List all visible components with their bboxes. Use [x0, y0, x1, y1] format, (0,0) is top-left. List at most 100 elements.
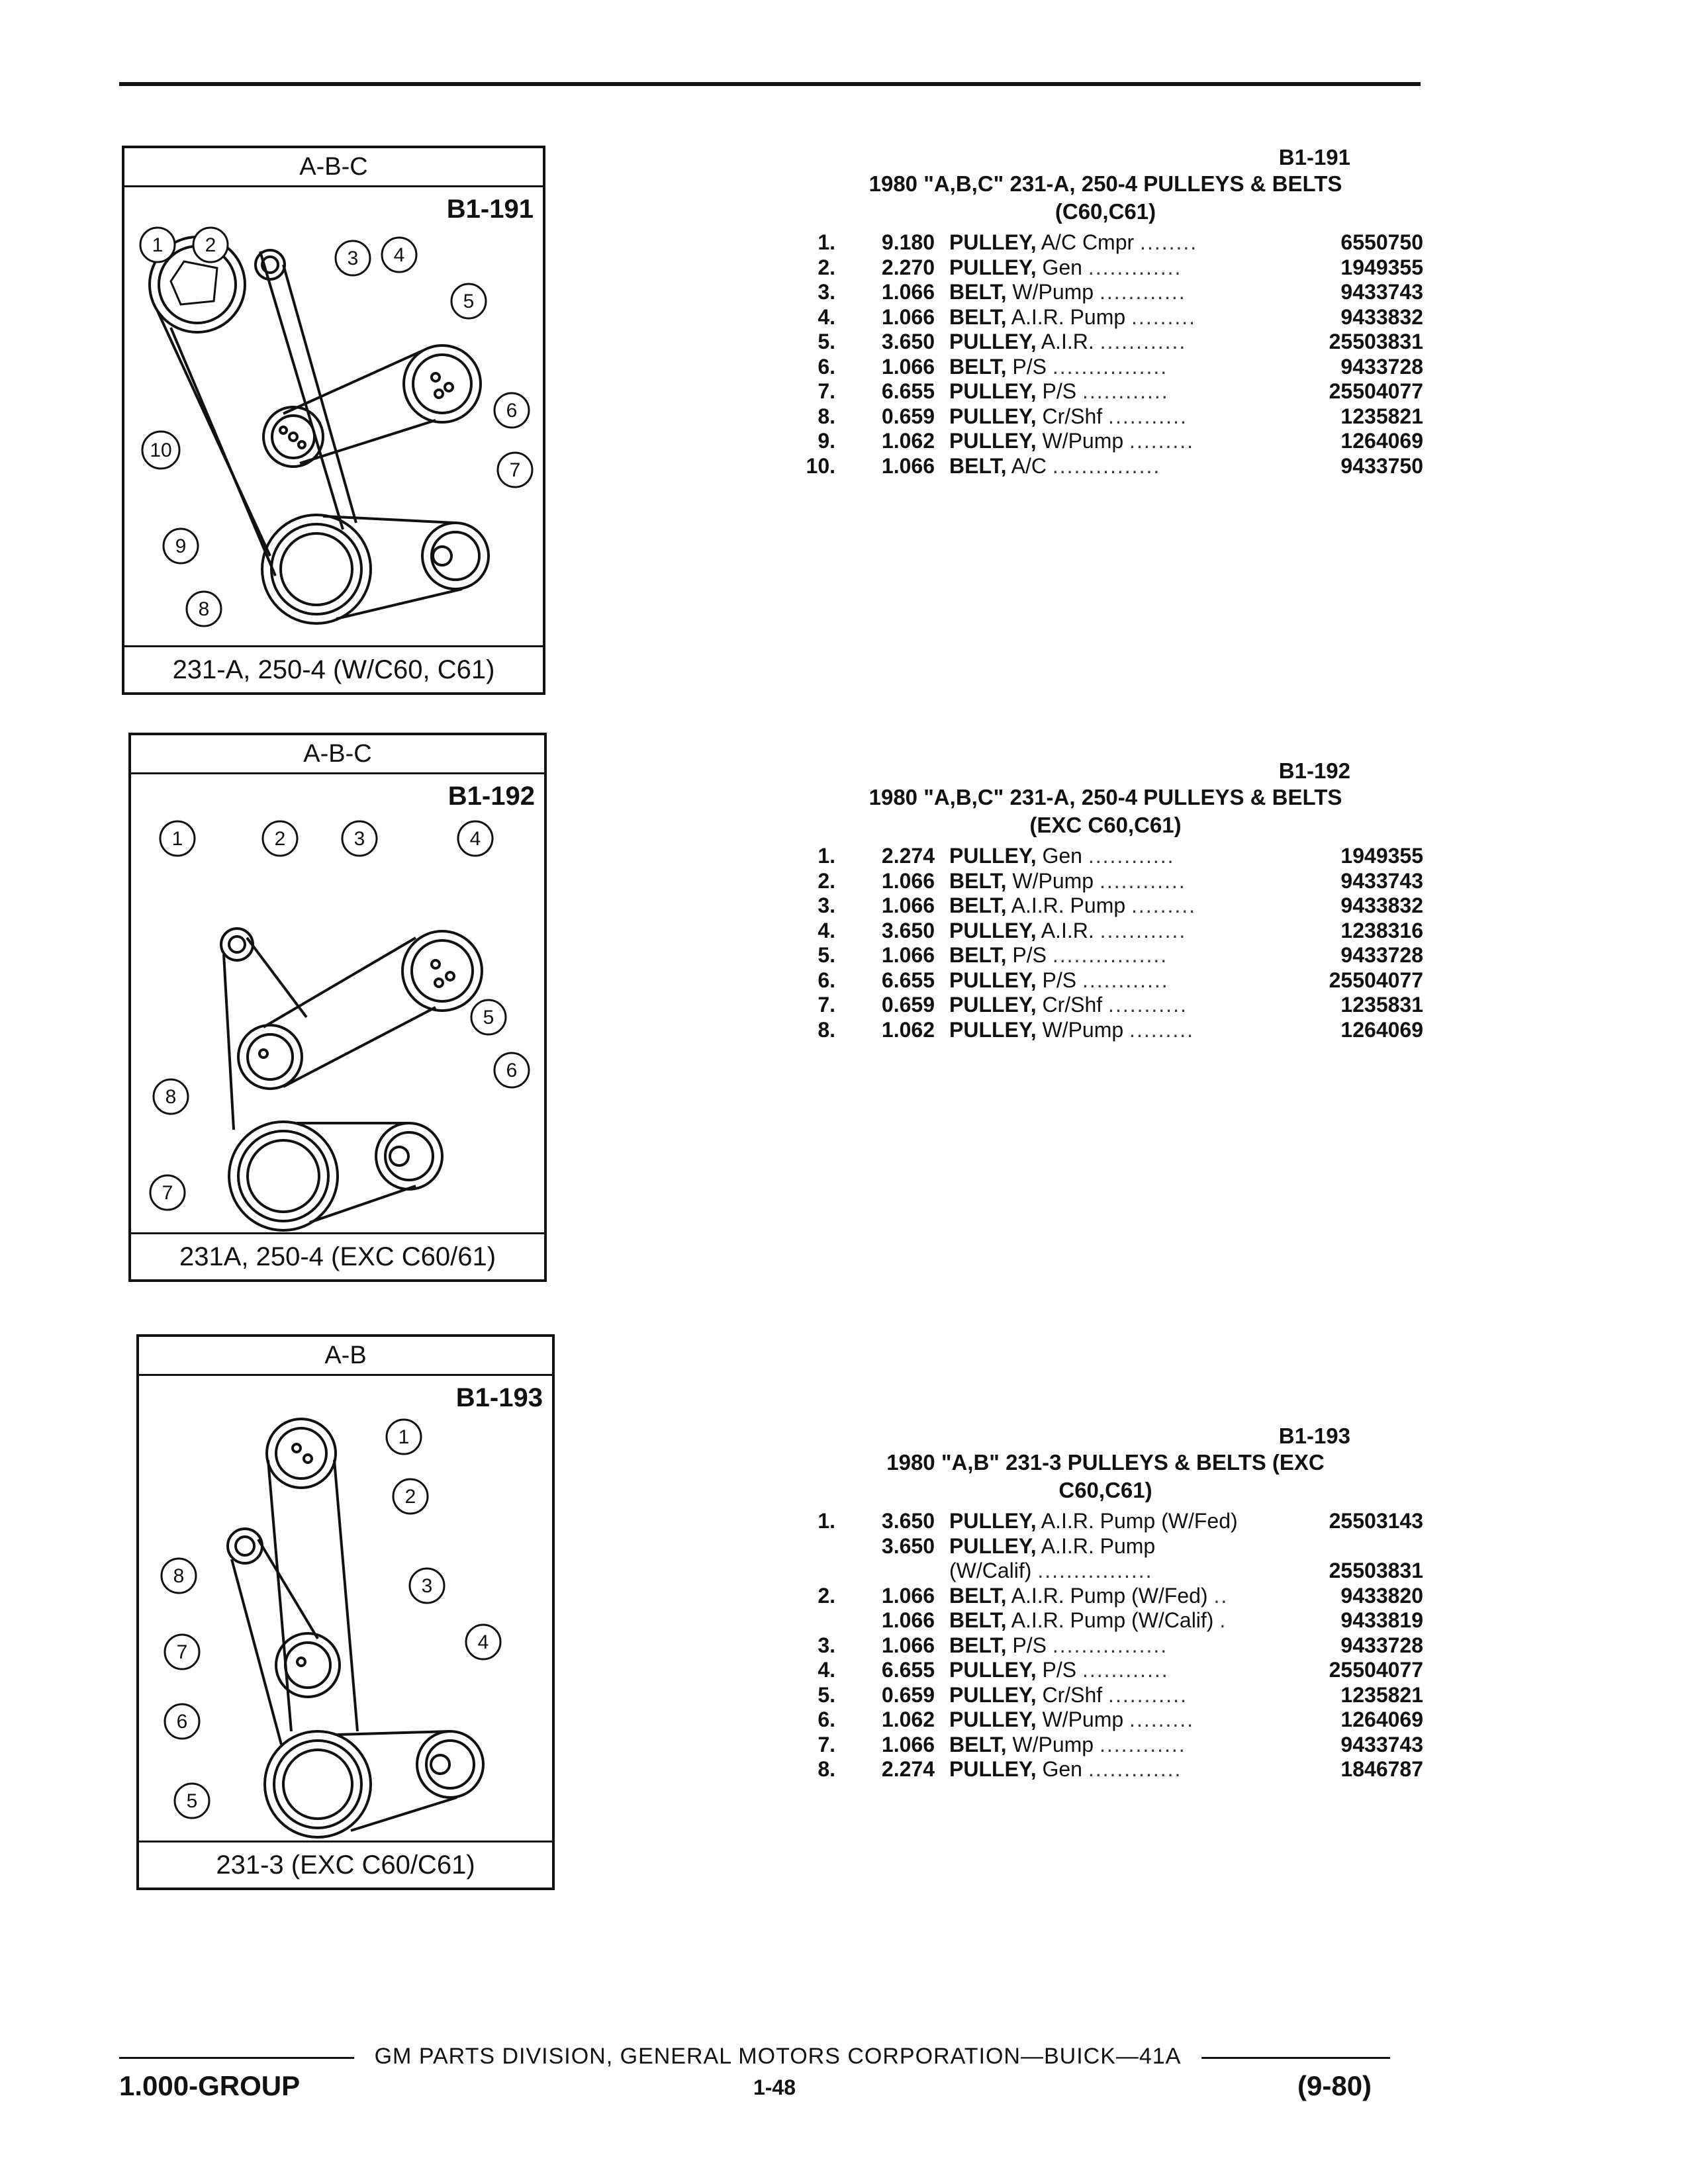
part-number: 1264069: [1340, 1017, 1423, 1042]
pulley-drawing: 1 2 3 4 5 6 7 8 9 10: [139, 226, 534, 627]
callout-1: 1: [172, 828, 183, 850]
belt-diagram: 1 2 3 4 5 6 7 8: [139, 1374, 552, 1844]
pulley-drawing: 1 2 3 4 5 6 7 8: [160, 1418, 502, 1839]
part-number: 9433820: [1340, 1583, 1423, 1608]
generator-pulley: [226, 1527, 263, 1565]
leader-dots: ................: [1052, 354, 1168, 379]
item-description: BELT, A.I.R. Pump (W/Fed) ..: [949, 1584, 1291, 1609]
item-name: BELT,: [949, 280, 1007, 304]
item-detail: Cr/Shf: [1042, 1682, 1103, 1707]
item-detail: W/Pump: [1042, 1017, 1124, 1042]
pulley-drawing: 1 2 3 4 5 6 7 8: [149, 820, 530, 1232]
water-pump-pulley: [237, 1024, 303, 1090]
item-description: PULLEY, P/S ............: [949, 379, 1291, 404]
callout-2: 2: [205, 234, 216, 256]
leader-dots: .........: [1129, 1017, 1195, 1042]
item-description: PULLEY, P/S ............: [949, 1658, 1291, 1683]
item-description: BELT, W/Pump ............: [949, 1733, 1291, 1758]
item-detail: Cr/Shf: [1042, 404, 1103, 428]
section-subtitle: (C60,C61): [1055, 199, 1156, 224]
item-number: 3.: [818, 280, 835, 304]
item-description: BELT, A.I.R. Pump .........: [949, 305, 1291, 330]
item-number: 4.: [818, 918, 835, 942]
item-quantity: 2.274: [881, 1757, 935, 1781]
leader-dots: .............: [1088, 1757, 1182, 1781]
item-detail: W/Pump: [1012, 1732, 1094, 1756]
item-name: PULLEY,: [949, 379, 1037, 403]
item-detail: W/Pump: [1042, 429, 1124, 453]
item-name: PULLEY,: [949, 1682, 1037, 1707]
leader-dots: ............: [1082, 1658, 1169, 1682]
leader-dots: ............: [1099, 280, 1186, 304]
part-number: 1235821: [1340, 1682, 1423, 1707]
item-detail: A.I.R.: [1041, 918, 1094, 942]
item-number: 4.: [818, 1658, 835, 1682]
callout-4: 4: [394, 244, 405, 266]
item-detail: Gen: [1042, 255, 1082, 279]
part-number: 25503831: [1329, 330, 1423, 353]
part-number: 1949355: [1340, 255, 1423, 279]
item-description: BELT, W/Pump ............: [949, 280, 1291, 305]
item-name: BELT,: [949, 304, 1007, 329]
part-row: 3.650 PULLEY, A.I.R. Pump: [788, 1534, 1423, 1559]
item-description: PULLEY, A.I.R. Pump: [949, 1534, 1291, 1559]
part-number: 1264069: [1340, 1707, 1423, 1731]
item-quantity: 3.650: [881, 1533, 935, 1558]
item-name: PULLEY,: [949, 429, 1037, 453]
water-pump-pulley: [275, 1632, 341, 1698]
callout-2: 2: [275, 828, 286, 850]
leader-dots: ............: [1088, 844, 1175, 868]
figure-header: A-B-C: [131, 735, 544, 774]
item-quantity: 1.066: [881, 893, 935, 917]
item-name: BELT,: [949, 1732, 1007, 1756]
leader-dots: .........: [1131, 893, 1197, 917]
item-quantity: 3.650: [881, 330, 935, 353]
item-detail: A/C: [1011, 453, 1047, 478]
item-quantity: 1.062: [881, 1707, 935, 1731]
item-number: 6.: [818, 1707, 835, 1731]
figure-code: B1-193: [455, 1383, 543, 1412]
item-number: 8.: [818, 1757, 835, 1781]
item-detail: P/S: [1042, 379, 1077, 403]
item-description: PULLEY, P/S ............: [949, 968, 1291, 993]
leader-dots: ............: [1100, 918, 1187, 942]
item-quantity: 1.066: [881, 1608, 935, 1632]
item-number: 2.: [818, 1583, 835, 1608]
part-number: 9433743: [1340, 868, 1423, 893]
callout-3: 3: [422, 1575, 433, 1597]
item-description: BELT, P/S ................: [949, 355, 1291, 380]
leader-dots: ................: [1052, 1633, 1168, 1657]
figure-b1-191: A-B-C B1-191: [122, 146, 545, 695]
leader-dots: .........: [1129, 1707, 1195, 1731]
item-detail: Cr/Shf: [1042, 993, 1103, 1017]
item-name: BELT,: [949, 893, 1007, 917]
leader-dots: .........: [1129, 429, 1195, 453]
item-detail: W/Pump: [1012, 868, 1094, 893]
item-detail: P/S: [1012, 943, 1047, 967]
leader-dots: ...............: [1052, 453, 1161, 478]
item-number: 1.: [818, 844, 835, 868]
footer-publisher: GM PARTS DIVISION, GENERAL MOTORS CORPOR…: [374, 2044, 1182, 2069]
parts-section-b1-191: B1-191 1980 "A,B,C" 231-A, 250-4 PULLEYS…: [788, 144, 1423, 478]
leader-dots: ...........: [1108, 993, 1188, 1017]
item-description: PULLEY, A.I.R. Pump (W/Fed): [949, 1509, 1291, 1534]
figure-code: B1-191: [446, 195, 534, 224]
item-number: 8.: [818, 1017, 835, 1042]
item-quantity: 1.066: [881, 1583, 935, 1608]
item-description: PULLEY, Gen .............: [949, 1757, 1291, 1782]
leader-dots: ............: [1099, 1732, 1186, 1756]
figure-code: B1-192: [447, 782, 535, 811]
section-code: B1-191: [1278, 145, 1350, 169]
